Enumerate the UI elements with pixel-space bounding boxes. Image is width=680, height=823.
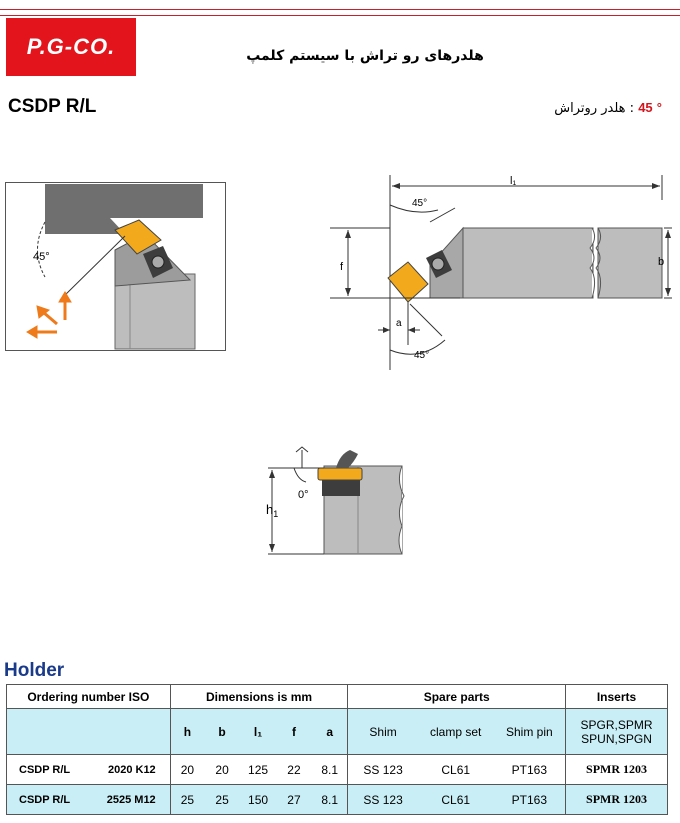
row-code: CSDP R/L 2525 M12 xyxy=(6,784,171,815)
sub-l1: l₁ xyxy=(240,708,277,755)
height-figure: h1 0° xyxy=(266,446,405,555)
dimension-figure: l₁ 45° f b a 45° xyxy=(330,175,672,370)
row-b: 20 xyxy=(204,754,241,785)
row-insert: SPMR 1203 xyxy=(565,784,668,815)
page-title: هلدرهای رو تراش با سیستم کلمپ xyxy=(246,48,484,64)
row-f: 22 xyxy=(276,754,312,785)
top-divider xyxy=(0,9,680,10)
fig1-angle-label: 45° xyxy=(33,251,50,263)
row-clamp: CL61 xyxy=(417,784,494,815)
row-shim: SS 123 xyxy=(347,754,418,785)
row-h: 20 xyxy=(170,754,205,785)
row-code-name: CSDP R/L xyxy=(19,763,71,776)
angle-degree: ° xyxy=(656,100,662,115)
sub-a: a xyxy=(311,708,349,755)
l1-label: l₁ xyxy=(510,175,516,187)
sub-f: f xyxy=(276,708,312,755)
b-label: b xyxy=(658,256,664,268)
row-shim: SS 123 xyxy=(347,784,418,815)
row-h: 25 xyxy=(170,784,205,815)
top-view-figure: 45° xyxy=(5,182,226,351)
row-pin: PT163 xyxy=(493,754,567,785)
direction-arrows-icon xyxy=(26,291,72,339)
h1-subscript: 1 xyxy=(273,509,278,519)
row-code-size: 2020 K12 xyxy=(107,763,156,776)
row-a: 8.1 xyxy=(311,754,349,785)
row-code-name: CSDP R/L xyxy=(19,793,71,806)
company-logo: P.G-CO. xyxy=(6,18,136,76)
angle-label: هلدر روتراش xyxy=(554,101,626,116)
angle-sep: : xyxy=(629,101,635,116)
fig2-angle-top: 45° xyxy=(412,198,427,209)
col-inserts: Inserts xyxy=(565,684,668,709)
a-label: a xyxy=(396,318,402,329)
row-clamp: CL61 xyxy=(417,754,494,785)
sub-inserts: SPGR,SPMR SPUN,SPGN xyxy=(565,708,668,755)
row-f: 27 xyxy=(276,784,312,815)
h1-label: h1 xyxy=(266,502,278,519)
sub-b: b xyxy=(204,708,241,755)
col-spare-parts: Spare parts xyxy=(347,684,567,709)
f-label: f xyxy=(340,261,344,273)
sub-h: h xyxy=(170,708,205,755)
holder-heading: Holder xyxy=(4,660,65,681)
row-code-size: 2525 M12 xyxy=(106,793,156,806)
sub-clamp: clamp set xyxy=(417,708,494,755)
top-divider-2 xyxy=(0,15,680,16)
table-row: CSDP R/L 2020 K12 20 20 125 22 8.1 SS 123… xyxy=(6,754,668,785)
fig3-angle: 0° xyxy=(298,489,309,501)
approach-angle: ° 45 : هلدر روتراش xyxy=(554,100,662,116)
sub-shim: Shim xyxy=(347,708,418,755)
sub-pin: Shim pin xyxy=(493,708,567,755)
row-insert: SPMR 1203 xyxy=(565,754,668,785)
row-code: CSDP R/L 2020 K12 xyxy=(6,754,171,785)
row-b: 25 xyxy=(204,784,241,815)
fig2-angle-bottom: 45° xyxy=(414,350,429,361)
angle-value: 45 xyxy=(638,100,653,115)
row-l1: 125 xyxy=(240,754,277,785)
sub-insert-line1: SPGR,SPMR xyxy=(580,717,653,732)
sub-insert-line2: SPUN,SPGN xyxy=(581,731,652,746)
row-a: 8.1 xyxy=(311,784,349,815)
table-row: CSDP R/L 2525 M12 25 25 150 27 8.1 SS 123… xyxy=(6,784,668,815)
col-ordering: Ordering number ISO xyxy=(6,684,171,709)
h1-letter: h xyxy=(266,502,273,517)
row-pin: PT163 xyxy=(493,784,567,815)
col-dimensions: Dimensions is mm xyxy=(169,684,349,709)
sub-empty xyxy=(6,708,171,755)
model-name: CSDP R/L xyxy=(8,96,97,117)
row-l1: 150 xyxy=(240,784,277,815)
holder-table: Ordering number ISO Dimensions is mm Spa… xyxy=(6,684,668,815)
